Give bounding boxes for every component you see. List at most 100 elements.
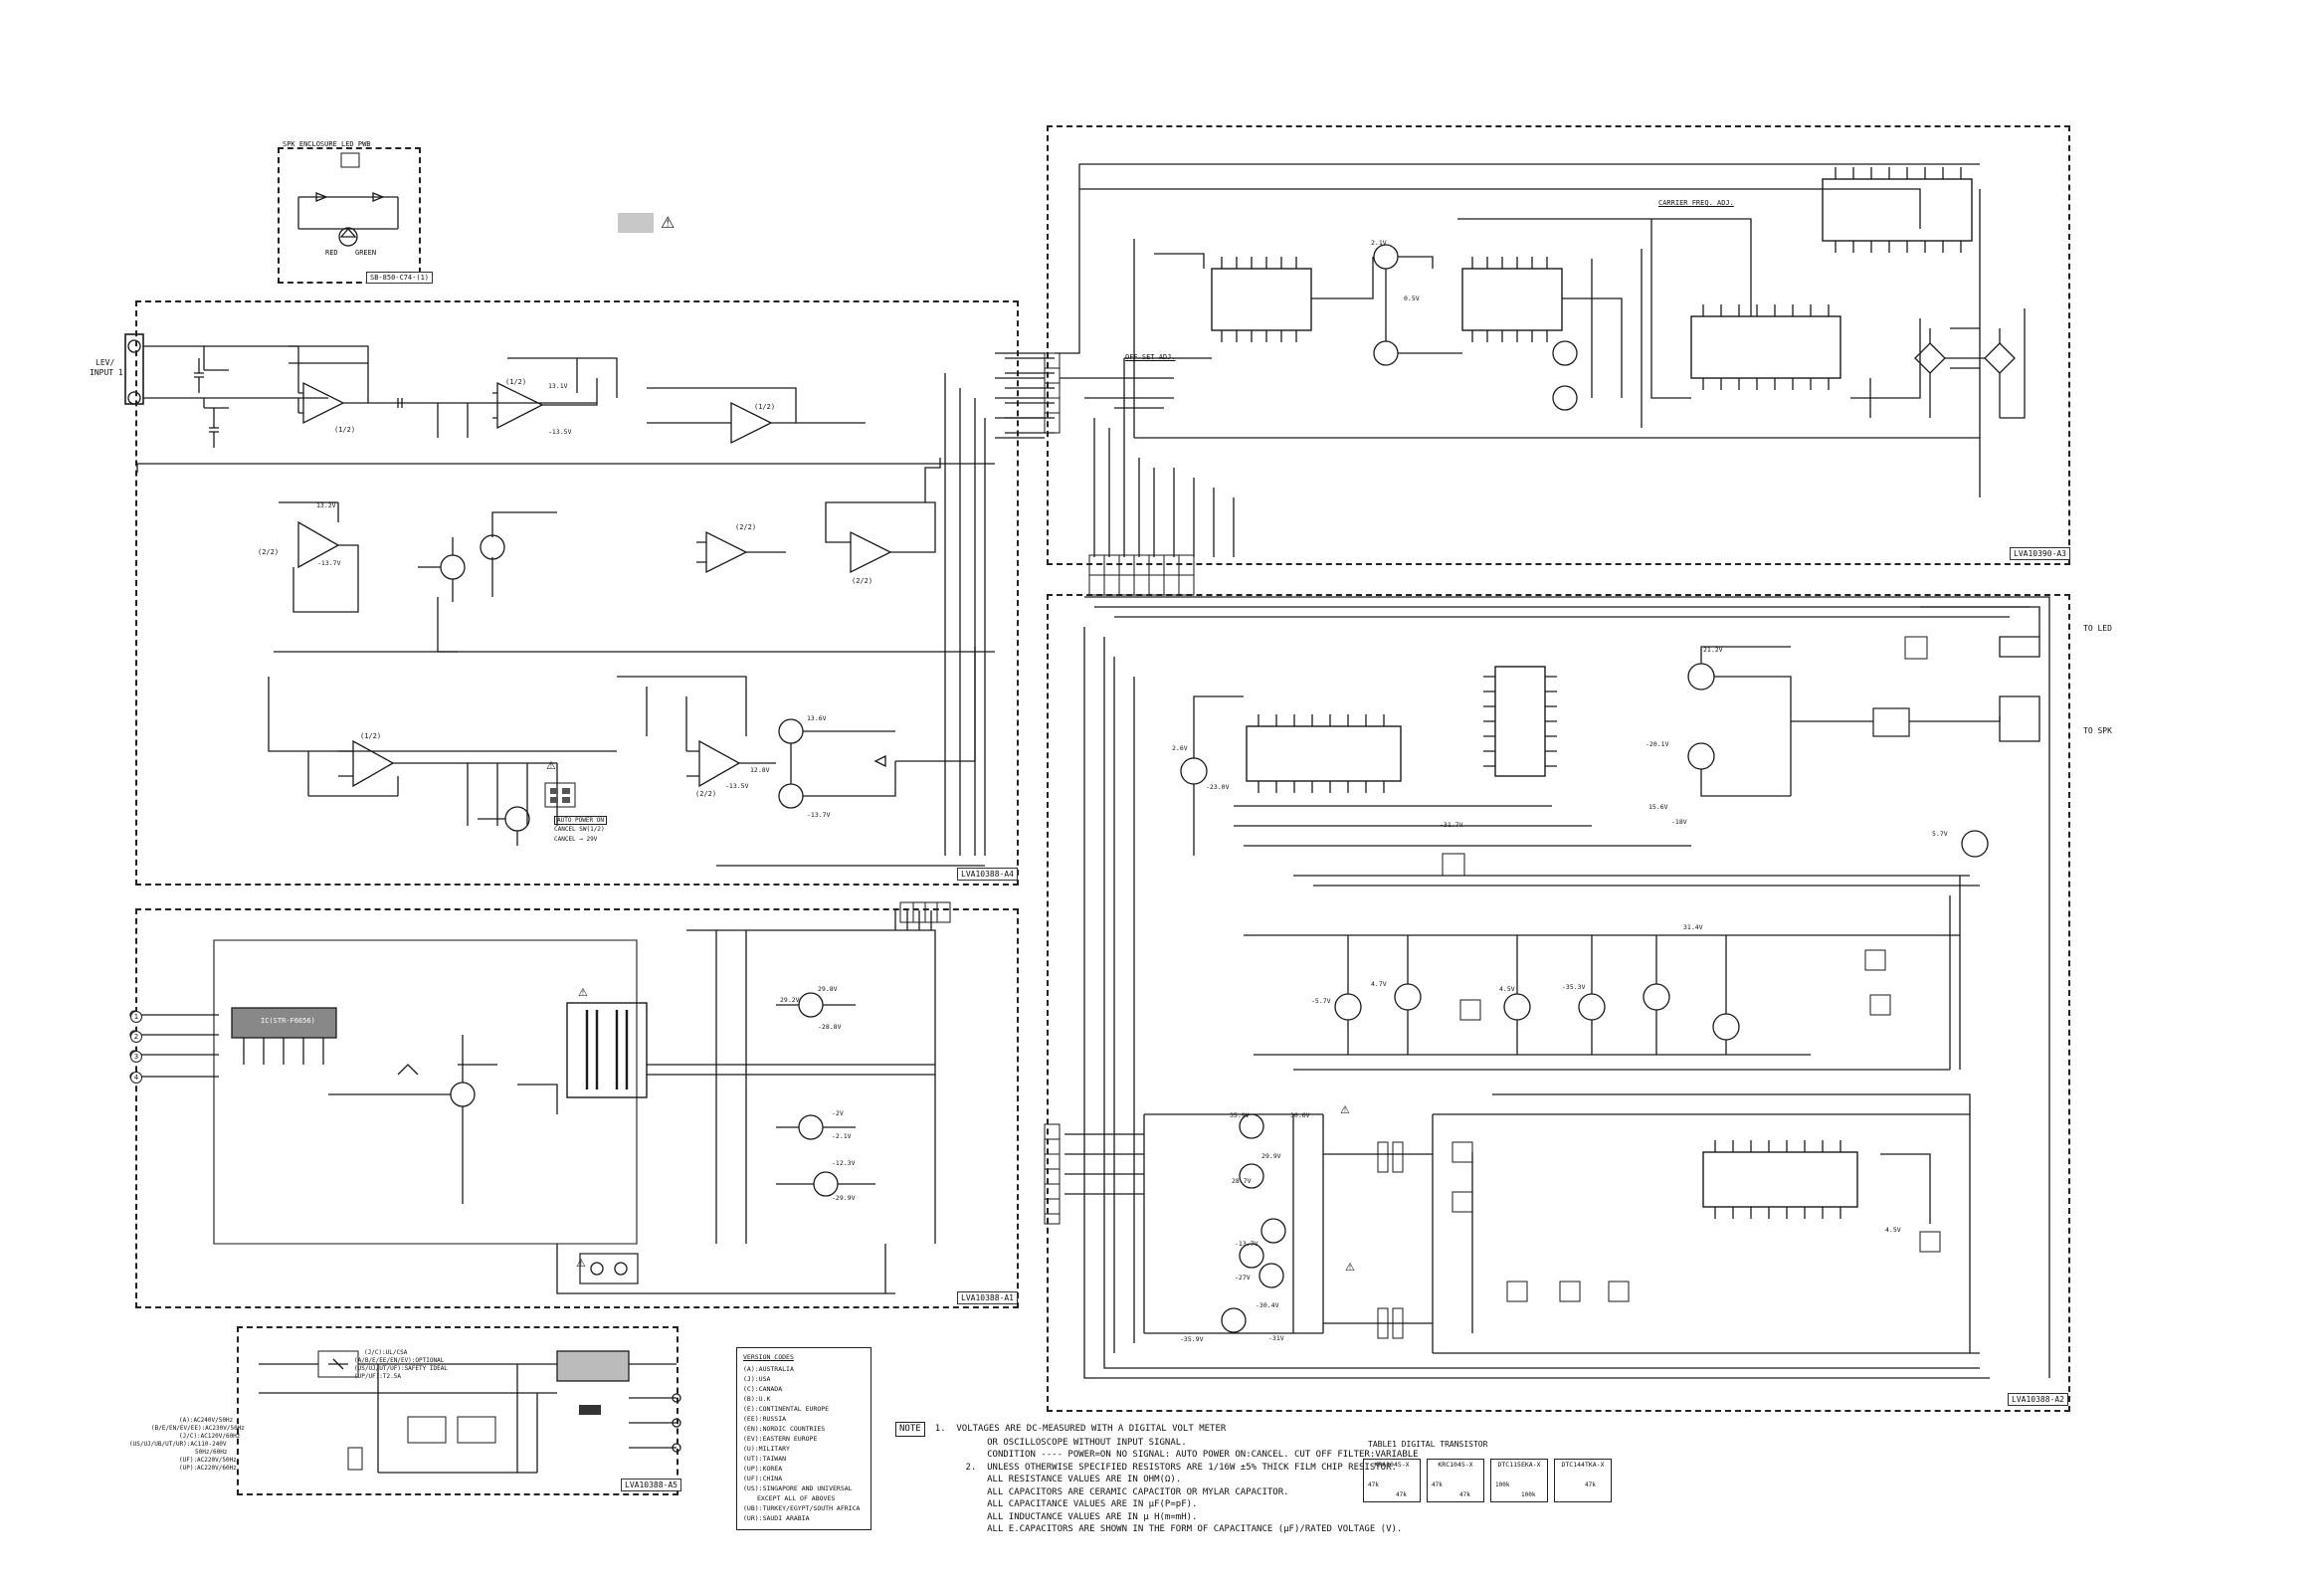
- voltage-label: 12.8V: [750, 766, 770, 774]
- green-led-label: GREEN: [355, 249, 377, 257]
- board-a5-id: LVA10388-A5: [621, 1479, 681, 1491]
- voltage-label: 4.5V: [1499, 985, 1515, 993]
- auto-power-on-label: AUTO POWER ON: [554, 816, 607, 825]
- voltage-label: 4.5V: [1885, 1226, 1901, 1234]
- voltage-label: 30.6V: [1290, 1111, 1310, 1119]
- cancel-sw-label: CANCEL SW(1/2): [554, 826, 605, 833]
- voltage-label: 2.6V: [1172, 744, 1188, 752]
- opamp-label: (1/2): [505, 378, 527, 386]
- shaded-legend-patch: [618, 213, 654, 233]
- note-line: ALL INDUCTANCE VALUES ARE IN µ H(m=mH).: [987, 1511, 1198, 1522]
- voltage-label: 13.1V: [548, 382, 568, 390]
- voltage-label: -35.3V: [1562, 983, 1586, 991]
- note-line: [895, 1450, 987, 1460]
- voltage-label: 28.7V: [1232, 1177, 1252, 1185]
- board-a2-id: LVA10388-A2: [2008, 1393, 2068, 1406]
- version-code-row: (UF):CHINA: [743, 1475, 783, 1482]
- version-code-row: (UP):KOREA: [743, 1465, 783, 1473]
- voltage-label: -2.1V: [832, 1132, 852, 1140]
- voltage-label: 2.1V: [1371, 239, 1387, 247]
- note-line: [895, 1512, 987, 1522]
- version-code-row: (A):AUSTRALIA: [743, 1365, 794, 1373]
- warning-icon: ⚠: [1345, 1261, 1355, 1274]
- board-a5-circuit: [259, 1350, 681, 1474]
- note-line: ALL CAPACITANCE VALUES ARE IN µF(P=pF).: [987, 1499, 1198, 1509]
- opamp-label: (2/2): [735, 523, 757, 531]
- transistor-name: KRA104S-X: [1374, 1461, 1410, 1469]
- voltage-label: -29.9V: [832, 1194, 856, 1202]
- voltage-label: -35.9V: [1180, 1335, 1204, 1343]
- digital-transistor-item: KRA104S-X 47k 47k: [1363, 1459, 1421, 1502]
- opamp-label: (1/2): [754, 403, 776, 411]
- board-a4-circuit: [124, 333, 1045, 867]
- version-code-row: (EN):NORDIC COUNTRIES: [743, 1425, 826, 1433]
- opamp-label: (2/2): [258, 548, 280, 556]
- voltage-label: -31.7V: [1440, 821, 1463, 829]
- voltage-label: -23.0V: [1206, 783, 1230, 791]
- opamp-label: (1/2): [334, 426, 356, 434]
- mains-option-line: (UP/UF):T2.5A: [354, 1373, 401, 1380]
- voltage-label: 29.9V: [1261, 1152, 1281, 1160]
- connector-pin: 2: [130, 1031, 142, 1043]
- voltage-label: 21.2V: [1703, 646, 1723, 654]
- connector-pin: 4: [130, 1072, 142, 1084]
- board-a1-circuit: [129, 910, 936, 1294]
- version-codes-table: VERSION CODES (A):AUSTRALIA (J):USA (C):…: [736, 1347, 872, 1530]
- warning-icon: ⚠: [546, 759, 556, 772]
- voltage-label: -30.4V: [1256, 1301, 1279, 1309]
- spk-board-id: SB-850-C74-(1): [366, 272, 434, 284]
- mains-voltage-line: (J/C):AC120V/60Hz: [179, 1433, 241, 1440]
- version-code-row: (E):CONTINENTAL EUROPE: [743, 1405, 830, 1413]
- mains-voltage-line: (UF):AC220V/50Hz: [179, 1457, 237, 1464]
- resistor-value: 47k: [1459, 1491, 1470, 1498]
- opamp-label: (1/2): [360, 732, 382, 740]
- voltage-label: 4.7V: [1371, 980, 1387, 988]
- voltage-label: 29.2V: [780, 996, 800, 1004]
- board-a3-circuit: [1005, 163, 2026, 557]
- note-line: ALL RESISTANCE VALUES ARE IN OHM(Ω).: [987, 1475, 1182, 1484]
- transistor-name: KRC104S-X: [1438, 1461, 1473, 1469]
- resistor-value: 47k: [1432, 1481, 1443, 1488]
- note-line: ALL CAPACITORS ARE CERAMIC CAPACITOR OR …: [987, 1486, 1289, 1497]
- warning-icon: ⚠: [576, 1257, 586, 1270]
- digital-transistor-title: TABLE1 DIGITAL TRANSISTOR: [1368, 1440, 1488, 1449]
- board-a3-id: LVA10390-A3: [2010, 547, 2070, 560]
- version-code-row: (EV):EASTERN EUROPE: [743, 1435, 818, 1443]
- note-line: [895, 1499, 987, 1509]
- transistor-name: DTC144TKA-X: [1561, 1461, 1605, 1469]
- input-label-2: INPUT 1: [90, 368, 123, 377]
- note-line: [895, 1487, 987, 1497]
- cancel-voltage-label: CANCEL → 29V: [554, 836, 598, 843]
- voltage-label: -12.3V: [832, 1159, 856, 1167]
- voltage-label: 0.5V: [1404, 295, 1420, 302]
- version-code-row: (C):CANADA: [743, 1385, 783, 1393]
- note-line: [895, 1475, 987, 1484]
- resistor-value: 100k: [1495, 1481, 1510, 1488]
- mains-voltage-line: (UP):AC220V/60Hz: [179, 1465, 237, 1472]
- note-line: [895, 1524, 987, 1534]
- voltage-label: 29.8V: [818, 985, 838, 993]
- board-a4-frame: [135, 300, 1019, 886]
- voltage-label: -13.7V: [1235, 1240, 1259, 1248]
- connector-pin: 1: [130, 1011, 142, 1023]
- version-code-row: (U):MILITARY: [743, 1445, 790, 1453]
- voltage-label: -20.1V: [1646, 740, 1669, 748]
- transistor-name: DTC115EKA-X: [1497, 1461, 1541, 1469]
- mains-voltage-line: (US/UJ/UB/UT/UR):AC110-240V: [129, 1441, 227, 1448]
- mains-option-line: (US/UJ/UT/UF):SAFETY IDEAL: [354, 1365, 448, 1372]
- voltage-label: 35.9V: [1230, 1111, 1250, 1119]
- board-a4-id: LVA10388-A4: [957, 868, 1018, 881]
- version-codes-title: VERSION CODES: [743, 1353, 794, 1361]
- note-line: [895, 1438, 987, 1448]
- version-code-row: (EE):RUSSIA: [743, 1415, 787, 1423]
- mains-voltage-line: 50Hz/60Hz: [195, 1449, 228, 1456]
- version-code-row: (UB):TURKEY/EGYPT/SOUTH AFRICA: [743, 1504, 861, 1512]
- mains-option-line: (J/C):UL/CSA: [364, 1349, 408, 1356]
- voltage-label: 31.4V: [1683, 923, 1703, 931]
- resistor-value: 47k: [1396, 1491, 1407, 1498]
- version-code-row: (B):U.K: [743, 1395, 771, 1403]
- voltage-label: -18V: [1671, 818, 1687, 826]
- connector-pin: 3: [130, 1051, 142, 1063]
